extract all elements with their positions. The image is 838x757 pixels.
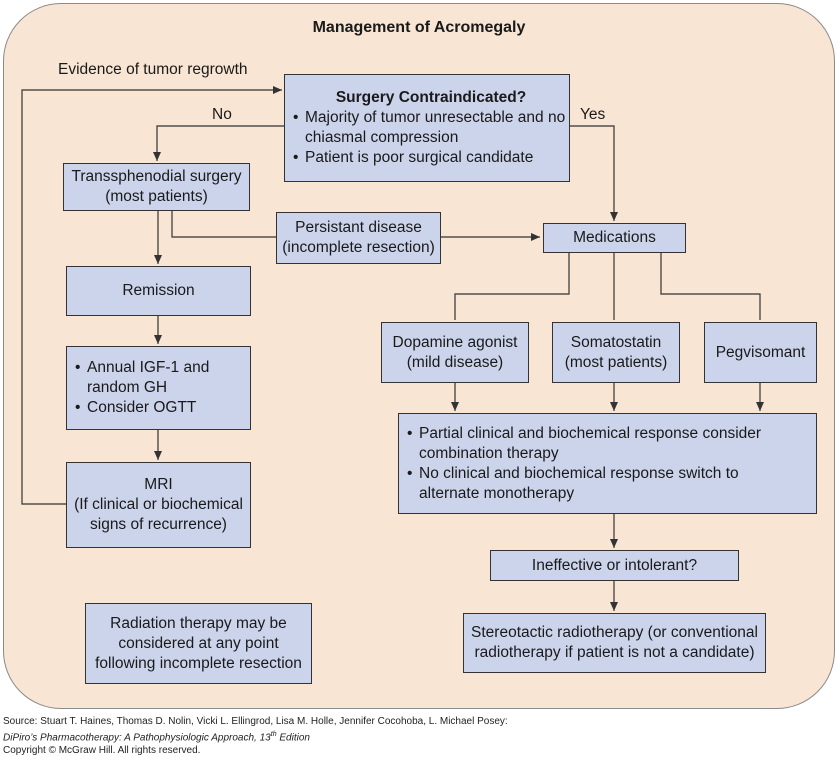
box-response: Partial clinical and biochemical respons… <box>398 413 817 514</box>
box-persistent-disease: Persistant disease (incomplete resection… <box>276 212 441 264</box>
surgery-contraindicated-heading: Surgery Contraindicated? <box>335 89 527 106</box>
source-authors: Source: Stuart T. Haines, Thomas D. Noli… <box>3 716 508 727</box>
box-mri: MRI (If clinical or biochemical signs of… <box>66 462 251 548</box>
arrow-yes-to-medications <box>570 125 618 221</box>
medications-text: Medications <box>573 229 656 246</box>
source-copyright: Copyright © McGraw Hill. All rights rese… <box>3 745 201 757</box>
box-remission: Remission <box>66 266 251 316</box>
radiation-line: following incomplete resection <box>95 654 302 672</box>
somatostatin-line: (most patients) <box>564 353 668 371</box>
box-surgery-contraindicated: Surgery Contraindicated? Majority of tum… <box>284 74 570 182</box>
edition-superscript: th <box>270 731 277 738</box>
mri-line: signs of recurrence) <box>90 516 227 533</box>
line-medications-to-dopamine <box>454 253 570 320</box>
label-yes: Yes <box>580 106 606 123</box>
mri-line: (If clinical or biochemical <box>74 496 243 513</box>
book-title: DiPiro’s Pharmacotherapy: A Pathophysiol… <box>3 732 271 744</box>
transsphenoidal-line: (most patients) <box>105 188 208 205</box>
line-medications-to-pegvisomant <box>660 253 761 320</box>
box-medications: Medications <box>543 223 686 253</box>
box-radiation-therapy-note: Radiation therapy may be considered at a… <box>85 603 312 684</box>
remission-text: Remission <box>122 282 195 299</box>
response-bullet: No clinical and biochemical response swi… <box>407 464 816 504</box>
label-regrowth: Evidence of tumor regrowth <box>58 61 248 78</box>
stereotactic-line: radiotherapy if patient is not a candida… <box>474 644 755 661</box>
box-ineffective-intolerant: Ineffective or intolerant? <box>490 550 739 581</box>
persistent-line: (incomplete resection) <box>282 239 435 256</box>
label-no: No <box>212 106 232 123</box>
somatostatin-line: Somatostatin <box>570 333 662 351</box>
monitoring-bullet: Consider OGTT <box>75 398 262 418</box>
radiation-line: considered at any point <box>118 634 279 652</box>
transsphenoidal-line: Transsphenodial surgery <box>71 168 242 185</box>
box-somatostatin: Somatostatin (most patients) <box>552 322 680 383</box>
diagram-title: Management of Acromegaly <box>312 19 526 36</box>
dopamine-line: (mild disease) <box>406 353 504 371</box>
source-credit: Source: Stuart T. Haines, Thomas D. Noli… <box>3 715 508 757</box>
arrow-regrowth-loop <box>21 86 282 505</box>
edition-word: Edition <box>276 732 310 744</box>
radiation-line: Radiation therapy may be <box>110 614 287 632</box>
dopamine-line: Dopamine agonist <box>392 333 518 351</box>
box-dopamine-agonist: Dopamine agonist (mild disease) <box>381 322 529 383</box>
persistent-line: Persistant disease <box>295 219 422 236</box>
response-bullet: Partial clinical and biochemical respons… <box>407 424 816 464</box>
pegvisomant-text: Pegvisomant <box>715 343 806 361</box>
box-pegvisomant: Pegvisomant <box>704 322 817 383</box>
box-stereotactic-radiotherapy: Stereotactic radiotherapy (or convention… <box>463 613 766 673</box>
surgery-contraindicated-bullet: Majority of tumor unresectable and no ch… <box>293 108 581 148</box>
source-book: DiPiro’s Pharmacotherapy: A Pathophysiol… <box>3 728 508 744</box>
surgery-contraindicated-bullet: Patient is poor surgical candidate <box>293 148 581 168</box>
ineffective-text: Ineffective or intolerant? <box>531 556 698 574</box>
arrow-no-to-surgery <box>153 125 284 161</box>
stereotactic-line: Stereotactic radiotherapy (or convention… <box>471 624 758 641</box>
monitoring-bullet: Annual IGF-1 and random GH <box>75 358 250 398</box>
box-transsphenoidal-surgery: Transsphenodial surgery (most patients) <box>63 163 250 211</box>
box-monitoring: Annual IGF-1 and random GH Consider OGTT <box>66 346 251 430</box>
mri-line: MRI <box>144 476 173 493</box>
